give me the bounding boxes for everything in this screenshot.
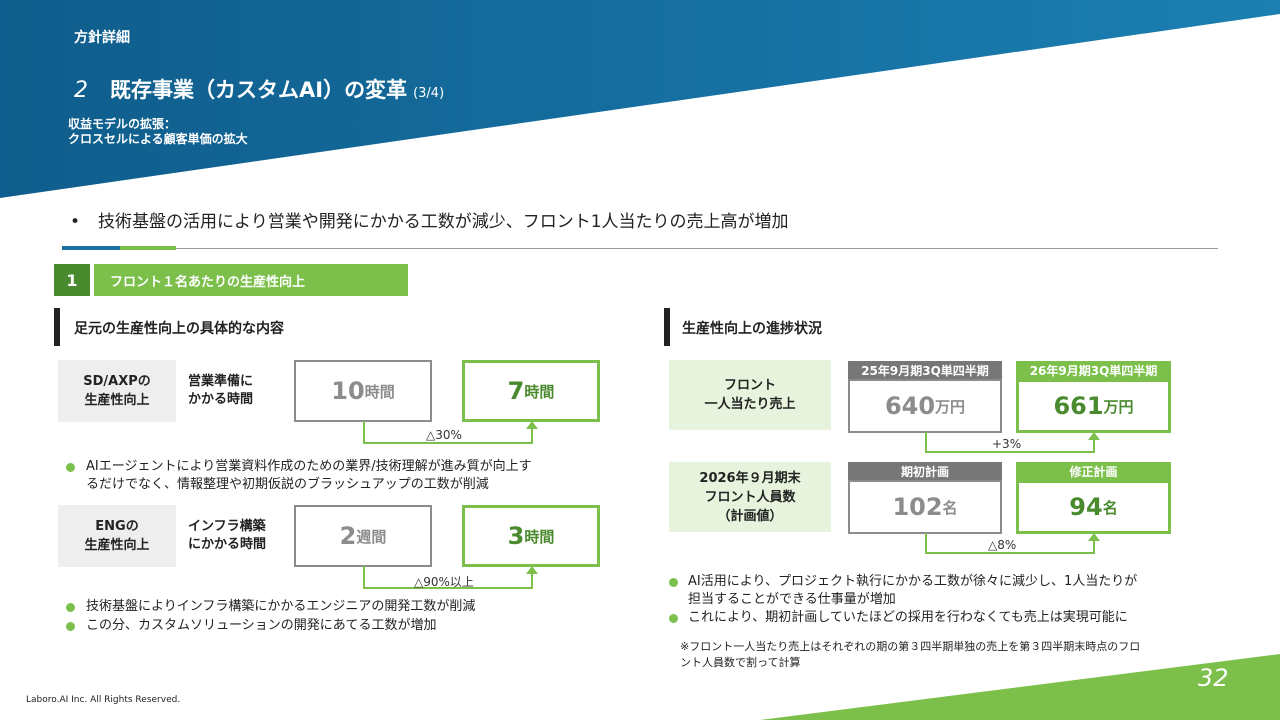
page-number: 32	[1198, 664, 1229, 692]
bullet-dot	[66, 463, 75, 472]
after-unit: 名	[1102, 498, 1118, 517]
description-line: かかる時間	[188, 392, 254, 407]
change-connector-arrow	[363, 421, 538, 444]
title-page-indicator: (3/4)	[413, 86, 445, 101]
category-line: フロント人員数	[704, 489, 796, 505]
page-title: 2 既存事業（カスタムAI）の変革 (3/4)	[74, 74, 444, 104]
section-heading-bar	[664, 308, 670, 346]
bullet-dot	[66, 622, 75, 631]
after-value: 7	[507, 377, 525, 405]
description-line: インフラ構築	[188, 519, 266, 534]
after-unit: 万円	[1103, 397, 1134, 416]
before-unit: 時間	[364, 382, 395, 401]
after-value: 94	[1069, 493, 1103, 521]
rule-accent-green	[120, 246, 176, 250]
change-percentage: △30%	[426, 428, 462, 442]
subtitle-line: クロスセルによる顧客単価の拡大	[68, 132, 248, 146]
bullet-text: これにより、期初計画していたほどの採用を行わなくても売上は実現可能に	[688, 610, 1128, 625]
period-header: 26年9月期3Q単四半期	[1016, 361, 1171, 379]
main-bullet: • 技術基盤の活用により営業や開発にかかる工数が減少、フロント1人当たりの売上高が…	[70, 207, 789, 232]
divider-line	[176, 248, 1218, 249]
before-value: 102	[892, 493, 943, 521]
bullet-text: この分、カスタムソリューションの開発にあてる工数が増加	[86, 618, 437, 633]
right-section-heading: 生産性向上の進捗状況	[682, 321, 822, 337]
category-line: 生産性向上	[84, 393, 150, 408]
period-header: 期初計画	[848, 462, 1002, 480]
copyright: Laboro.AI Inc. All Rights Reserved.	[26, 695, 181, 705]
bullet-text: AIエージェントにより営業資料作成のための業界/技術理解が進み質が向上す るだけ…	[86, 459, 532, 492]
category-line: 生産性向上	[84, 538, 150, 553]
bullet-dot	[66, 603, 75, 612]
metric-description: インフラ構築 にかかる時間	[188, 518, 266, 554]
bullet-text: 技術基盤によりインフラ構築にかかるエンジニアの開発工数が削減	[86, 599, 476, 614]
section-heading-bar	[54, 308, 60, 346]
metric-description: 営業準備に かかる時間	[188, 373, 253, 409]
category-box: 2026年９月期末フロント人員数 （計画値）	[669, 462, 831, 532]
before-unit: 名	[942, 498, 958, 517]
category-box: フロント一人当たり売上	[669, 360, 831, 430]
change-percentage: +3%	[992, 437, 1022, 451]
category-line: 一人当たり売上	[704, 397, 796, 412]
change-connector-arrow	[925, 533, 1100, 554]
tag-label: フロント１名あたりの生産性向上	[94, 264, 408, 296]
category-line: （計画値）	[717, 508, 783, 524]
category-line: 2026年９月期末	[699, 470, 801, 486]
change-percentage: △8%	[988, 538, 1017, 552]
period-header: 修正計画	[1016, 462, 1171, 480]
left-section-heading: 足元の生産性向上の具体的な内容	[74, 321, 284, 337]
rule-accent-blue	[62, 246, 120, 250]
after-value: 661	[1053, 392, 1104, 420]
after-value: 3	[507, 522, 525, 550]
footnote: ※フロント一人当たり売上はそれぞれの期の第３四半期単独の売上を第３四半期末時点の…	[680, 640, 1141, 669]
category-line: ENGの	[95, 519, 139, 534]
category-box: SD/AXPの生産性向上	[58, 360, 176, 422]
bullet-text: AI活用により、プロジェクト執行にかかる工数が徐々に減少し、1人当たりが 担当す…	[688, 574, 1138, 607]
bullet-dot	[669, 578, 678, 587]
title-text: 既存事業（カスタムAI）の変革	[110, 78, 408, 102]
before-value: 2	[339, 522, 357, 550]
category-line: SD/AXPの	[83, 374, 151, 389]
change-connector-arrow	[363, 566, 538, 589]
section-label: 方針詳細	[74, 30, 130, 46]
before-unit: 万円	[935, 397, 966, 416]
tag-number: 1	[54, 264, 90, 296]
header-banner	[0, 0, 1280, 198]
bullet-dot: •	[70, 212, 81, 232]
main-bullet-text: 技術基盤の活用により営業や開発にかかる工数が減少、フロント1人当たりの売上高が増…	[98, 212, 789, 232]
description-line: にかかる時間	[188, 537, 267, 552]
bullet-dot	[669, 614, 678, 623]
category-box: ENGの生産性向上	[58, 505, 176, 567]
change-percentage: △90%以上	[414, 575, 474, 589]
after-unit: 時間	[524, 527, 555, 546]
description-line: 営業準備に	[188, 374, 254, 389]
before-value: 10	[331, 377, 365, 405]
before-unit: 週間	[356, 527, 387, 546]
subtitle-line: 収益モデルの拡張：	[68, 117, 177, 131]
title-number: 2	[74, 78, 88, 103]
before-value: 640	[884, 392, 936, 420]
change-connector-arrow	[925, 432, 1100, 453]
after-unit: 時間	[524, 382, 555, 401]
period-header: 25年9月期3Q単四半期	[848, 361, 1002, 379]
category-line: フロント	[723, 378, 776, 393]
subtitle: 収益モデルの拡張： クロスセルによる顧客単価の拡大	[68, 117, 248, 147]
